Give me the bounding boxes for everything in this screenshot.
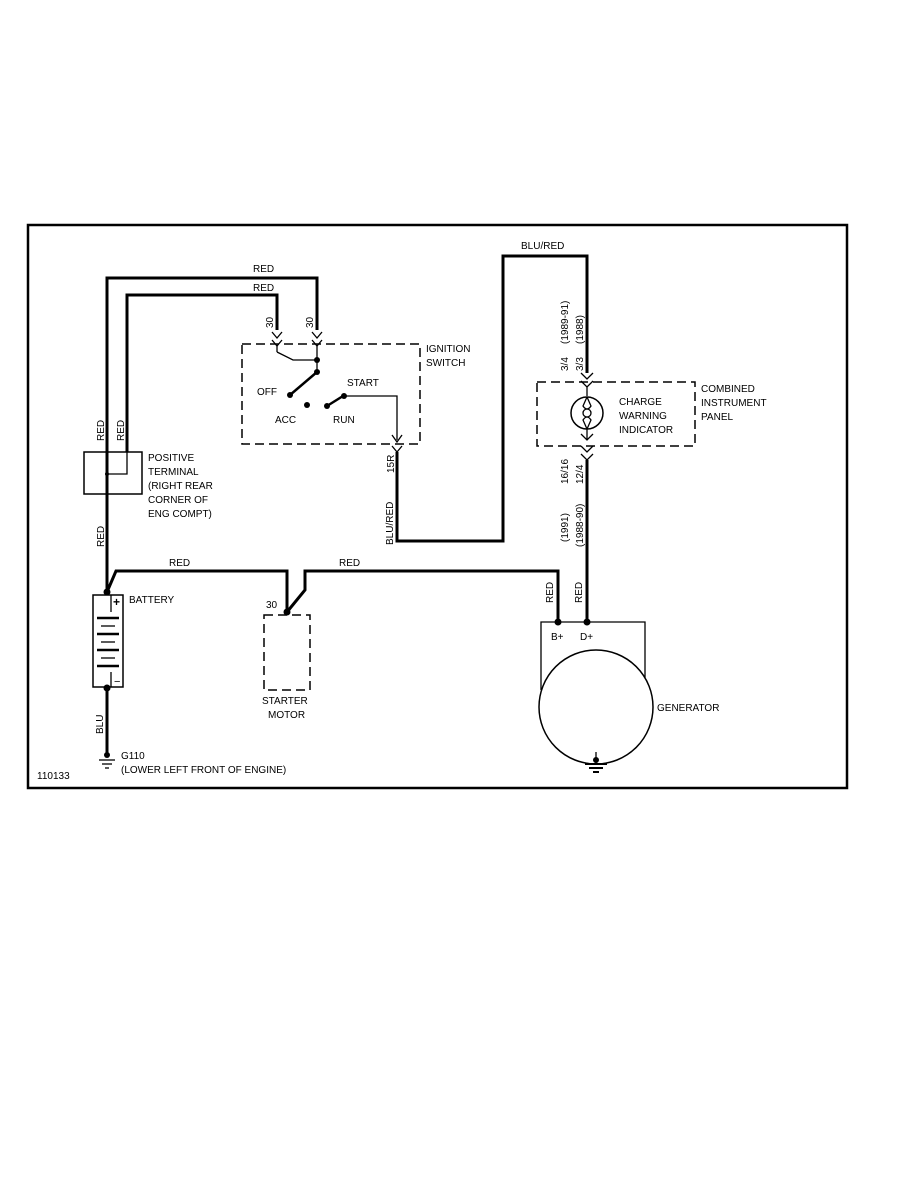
ignition-switch-box: [241, 343, 421, 445]
instrument-bot-year-a: (1991): [560, 513, 571, 542]
positive-terminal-line-3: (RIGHT REAR: [148, 481, 213, 492]
charge-indicator-line-3: INDICATOR: [619, 425, 673, 436]
wire-label-red-mid-2: RED: [339, 558, 360, 569]
battery: + − BATTERY: [92, 588, 175, 692]
charge-warning-bulb: [570, 396, 604, 430]
instrument-bot-pin-a: 16/16: [560, 459, 571, 484]
generator-b-plus-label: B+: [551, 632, 564, 643]
wire-red-outer: [105, 276, 319, 452]
wire-label-blu: BLU: [95, 715, 106, 734]
ground-location-label: (LOWER LEFT FRONT OF ENGINE): [121, 765, 286, 776]
wire-label-red-top-2: RED: [253, 283, 274, 294]
starter-label-2: MOTOR: [268, 710, 305, 721]
wire-blu-red: [395, 254, 589, 543]
charge-indicator-line-2: WARNING: [619, 411, 667, 422]
wire-label-red-left-3: RED: [96, 526, 107, 547]
instrument-bot-year-b: (1988-90): [575, 504, 586, 547]
positive-terminal-line-4: CORNER OF: [148, 495, 208, 506]
wire-red-inner: [125, 293, 279, 452]
generator-body: [538, 649, 654, 765]
ignition-pin-a-label: 30: [265, 316, 276, 328]
ignition-blade: [289, 371, 318, 396]
positive-terminal-line-5: ENG COMPT): [148, 509, 212, 520]
ignition-15r-connector: [391, 445, 403, 454]
wire-label-red-mid-1: RED: [169, 558, 190, 569]
ignition-pos-run: RUN: [333, 415, 355, 426]
ignition-pos-acc: ACC: [275, 415, 296, 426]
wire-label-red-gen-b: RED: [545, 582, 556, 603]
instrument-top-year-b: (1988): [575, 315, 586, 344]
wire-label-red-gen-d: RED: [574, 582, 585, 603]
wire-label-red-left-2: RED: [116, 420, 127, 441]
wire-label-red-left-1: RED: [96, 420, 107, 441]
starter-label-1: STARTER: [262, 696, 308, 707]
battery-negative-node: [103, 684, 111, 692]
positive-terminal-line-2: TERMINAL: [148, 467, 199, 478]
ignition-pos-start: START: [347, 378, 379, 389]
instrument-top-year-a: (1989-91): [560, 301, 571, 344]
instrument-bot-pin-b: 12/4: [575, 464, 586, 484]
battery-label: BATTERY: [129, 595, 175, 606]
positive-terminal-box: [83, 451, 143, 495]
generator-label: GENERATOR: [657, 703, 719, 714]
combined-instrument-panel: 3/4 3/3 (1989-91) (1988) 16/16 12/4 (199…: [536, 301, 767, 547]
instrument-bottom-connector: [580, 445, 594, 461]
ignition-pos-off: OFF: [257, 387, 277, 398]
starter-pin-node: [283, 608, 291, 616]
diagram-frame: [26, 223, 849, 790]
instrument-top-pin-b: 3/3: [575, 357, 586, 371]
instrument-panel-title-3: PANEL: [701, 412, 733, 423]
wire-label-red-top-1: RED: [253, 264, 274, 275]
positive-terminal-line-1: POSITIVE: [148, 453, 194, 464]
charge-indicator-line-1: CHARGE: [619, 397, 662, 408]
wire-red-starter-generator: [285, 569, 560, 622]
wire-red-battery-starter: [105, 569, 289, 612]
ignition-switch: 30 30 15R OFF ACC START RUN IGNITION SWI…: [241, 316, 470, 473]
instrument-top-pin-a: 3/4: [560, 357, 571, 371]
wire-red-terminal-jumper: [109, 452, 128, 475]
wire-label-blu-red-side: BLU/RED: [385, 502, 396, 545]
wire-color-labels: RED RED RED RED RED RED RED RED RED BLU/…: [95, 241, 585, 734]
instrument-panel-title-1: COMBINED: [701, 384, 755, 395]
figure-id: 110133: [37, 771, 70, 782]
generator-d-plus-label: D+: [580, 632, 593, 643]
battery-minus-sign: −: [114, 676, 120, 688]
wire-label-blu-red-top: BLU/RED: [521, 241, 564, 252]
starter-motor: 30 STARTER MOTOR: [262, 600, 311, 721]
starter-motor-box: [263, 614, 311, 691]
ignition-pin-b-label: 30: [305, 316, 316, 328]
battery-plus-sign: +: [113, 595, 120, 609]
starter-pin-label: 30: [266, 600, 278, 611]
ground-id-label: G110: [121, 751, 145, 762]
instrument-panel-box: [536, 381, 696, 447]
ignition-switch-title-1: IGNITION: [426, 344, 470, 355]
ignition-switch-title-2: SWITCH: [426, 358, 465, 369]
ground-g110: G110 (LOWER LEFT FRONT OF ENGINE): [99, 751, 286, 776]
instrument-top-connector: [580, 372, 594, 388]
generator: B+ D+ GENERATOR: [538, 618, 719, 773]
positive-terminal: POSITIVE TERMINAL (RIGHT REAR CORNER OF …: [83, 451, 213, 520]
battery-positive-node: [103, 588, 111, 596]
instrument-panel-title-2: INSTRUMENT: [701, 398, 767, 409]
ignition-out-pin-label: 15R: [386, 455, 397, 473]
